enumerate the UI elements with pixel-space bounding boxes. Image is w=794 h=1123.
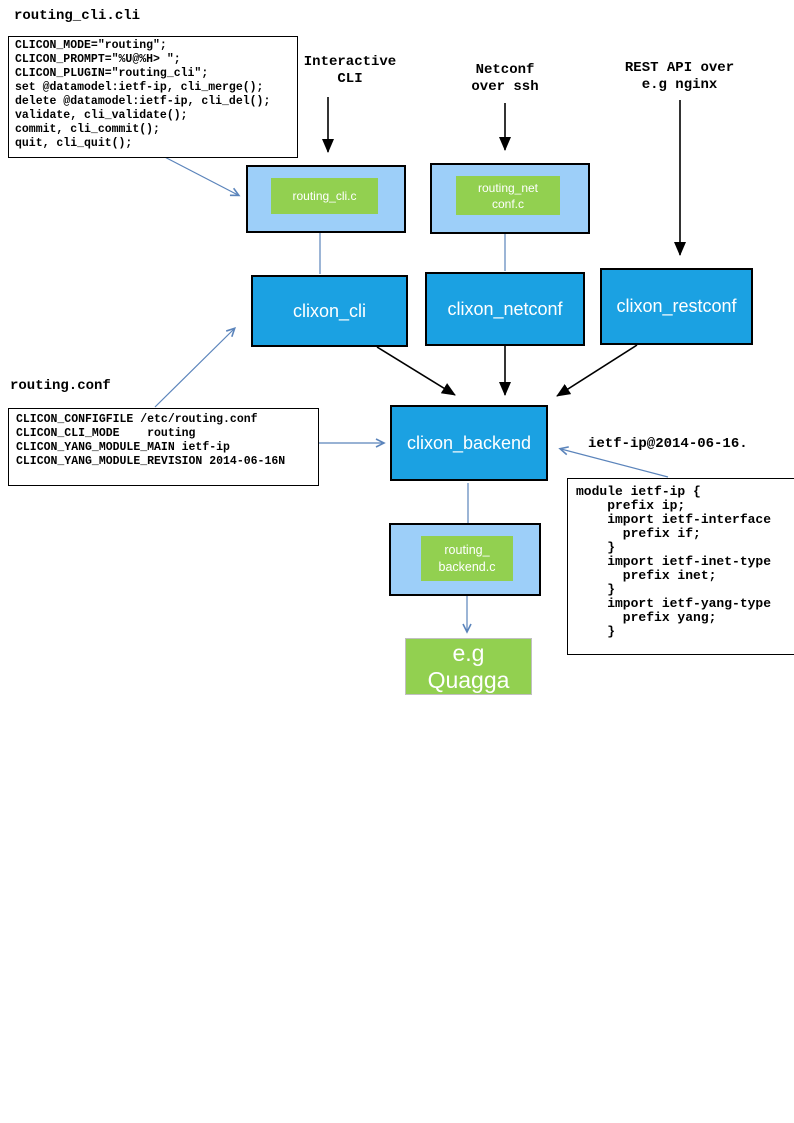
conf-spec-title: routing.conf (10, 378, 111, 394)
arrow-restconf-to-backend (556, 344, 638, 397)
arrow-clispec-to-plugin-cli (154, 151, 241, 197)
node-clixon-restconf: clixon_restconf (600, 268, 753, 345)
interactive-cli-label: Interactive CLI (303, 54, 397, 87)
conf-spec-code-box: CLICON_CONFIGFILE /etc/routing.conf CLIC… (8, 408, 319, 486)
plugin-file-routing-cli-c: routing_cli.c (271, 178, 378, 214)
node-clixon-netconf: clixon_netconf (425, 272, 585, 346)
plugin-file-routing-backend-c: routing_ backend.c (421, 536, 513, 581)
arrow-yang-to-backend (558, 446, 669, 478)
plugin-file-routing-netconf-c: routing_net conf.c (456, 176, 560, 215)
rest-api-label: REST API over e.g nginx (624, 60, 735, 93)
node-clixon-backend: clixon_backend (390, 405, 548, 481)
netconf-ssh-label: Netconf over ssh (471, 62, 539, 95)
arrow-conf-to-clixoncli (154, 327, 236, 408)
cli-spec-title: routing_cli.cli (14, 8, 141, 24)
arrow-cli-to-backend (376, 346, 456, 396)
cli-spec-code-box: CLICON_MODE="routing"; CLICON_PROMPT="%U… (8, 36, 298, 158)
node-quagga: e.g Quagga (405, 638, 532, 695)
node-clixon-cli: clixon_cli (251, 275, 408, 347)
yang-module-label: ietf-ip@2014-06-16. (588, 436, 748, 452)
yang-module-code-box: module ietf-ip { prefix ip; import ietf-… (567, 478, 794, 655)
